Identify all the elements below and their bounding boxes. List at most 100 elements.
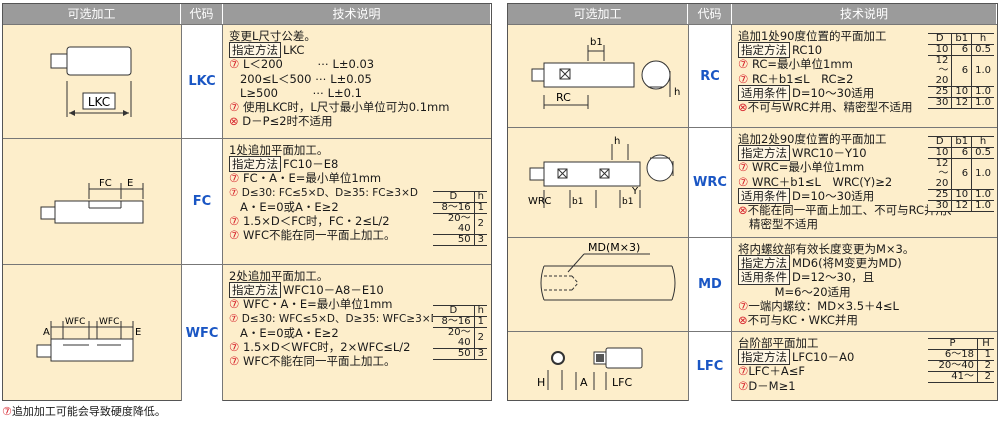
fc-e-label: E: [127, 178, 133, 189]
wfc-drawing: A WFC WFC E: [3, 265, 181, 401]
code-fc: FC: [181, 139, 223, 264]
md-dim-label: MD(M×3): [588, 241, 640, 254]
md-shaft-diagram: MD(M×3): [540, 241, 676, 301]
wfc-spec-tag: 指定方法: [229, 282, 281, 299]
warn-icon: ⑦: [229, 228, 240, 243]
md-spec-tag: 指定方法: [738, 255, 790, 272]
rc-dim-label: RC: [556, 91, 571, 104]
code-md: MD: [688, 238, 732, 331]
forbid-icon: ⊗: [738, 100, 748, 115]
forbid-icon: ⊗: [738, 203, 748, 218]
warn-icon: ⑦: [229, 297, 240, 312]
wrc-h-label: h: [614, 136, 620, 147]
forbid-icon: ⊗: [229, 114, 239, 129]
warn-icon: ⑦: [229, 186, 239, 199]
wfc-e-label: E: [135, 327, 141, 338]
rc-cond-tag: 适用条件: [738, 84, 790, 101]
wrc-b1-label-1: b1: [572, 197, 583, 207]
warn-icon: ⑦: [738, 298, 749, 313]
rc-h-label: h: [674, 87, 680, 98]
header-spec: 技术说明: [223, 4, 491, 24]
lfc-dim-label: LFC: [612, 376, 632, 389]
right-spec-table: 可选加工 代码 技术说明 RC b1 h: [507, 3, 998, 401]
wfc-dim-label-1: WFC: [65, 317, 85, 327]
code-lfc: LFC: [688, 332, 732, 401]
warn-icon: ⑦: [738, 57, 749, 72]
lkc-drawing: LKC: [3, 25, 181, 138]
warn-icon: ⑦: [738, 378, 749, 393]
lfc-shaft-diagram: H A LFC: [537, 347, 643, 390]
wrc-shaft-diagram: WRC b1 b1 Y h: [528, 136, 674, 208]
wrc-spec-tag: 指定方法: [738, 145, 790, 162]
wfc-shaft-diagram: A WFC WFC E: [36, 317, 141, 362]
lfc-spec-tag: 指定方法: [738, 349, 790, 366]
rc-spec-tag: 指定方法: [738, 42, 790, 59]
header-spec: 技术说明: [732, 4, 997, 24]
warn-icon: ⑦: [229, 171, 240, 186]
warn-icon: ⑦: [738, 364, 749, 379]
header-processing: 可选加工: [508, 4, 688, 24]
fc-shaft-diagram: FC E: [40, 178, 144, 224]
code-wrc: WRC: [688, 128, 732, 237]
header-code: 代码: [181, 4, 223, 24]
fc-spec-tag: 指定方法: [229, 156, 281, 173]
warn-icon: ⑦: [229, 100, 240, 115]
wrc-b1-label-2: b1: [622, 197, 633, 207]
code-wfc: WFC: [181, 265, 223, 401]
forbid-icon: ⊗: [738, 313, 748, 328]
warn-icon: ⑦: [229, 340, 240, 355]
footnote-text: 追加加工可能会导致硬度降低。: [11, 405, 166, 418]
lfc-h-label: H: [537, 376, 545, 389]
lkc-dim-label: LKC: [88, 95, 110, 109]
wfc-a-label: A: [43, 327, 50, 338]
warn-icon: ⑦: [738, 174, 749, 189]
footnote: ⑦追加加工可能会导致硬度降低。: [2, 405, 166, 419]
lkc-line-1: 变更L尺寸公差。: [229, 29, 316, 43]
warn-icon: ⑦: [738, 71, 749, 86]
lkc-spec-code: LKC: [283, 43, 305, 58]
lkc-spec-tag: 指定方法: [229, 42, 281, 59]
lfc-drawing: H A LFC: [508, 332, 688, 401]
md-cond-tag: 适用条件: [738, 269, 790, 286]
lfc-a-label: A: [580, 376, 588, 389]
md-drawing: MD(M×3): [508, 238, 688, 331]
wrc-y-label: Y: [631, 186, 639, 197]
fc-dim-label: FC: [99, 178, 112, 189]
warn-icon: ⑦: [229, 57, 240, 72]
warn-icon: ⑦: [229, 354, 240, 369]
wrc-dim-label: WRC: [528, 196, 551, 207]
wrc-cond-tag: 适用条件: [738, 187, 790, 204]
wrc-drawing: WRC b1 b1 Y h: [508, 128, 688, 237]
warn-icon: ⑦: [738, 160, 749, 175]
lkc-shaft-diagram: LKC: [50, 46, 132, 117]
